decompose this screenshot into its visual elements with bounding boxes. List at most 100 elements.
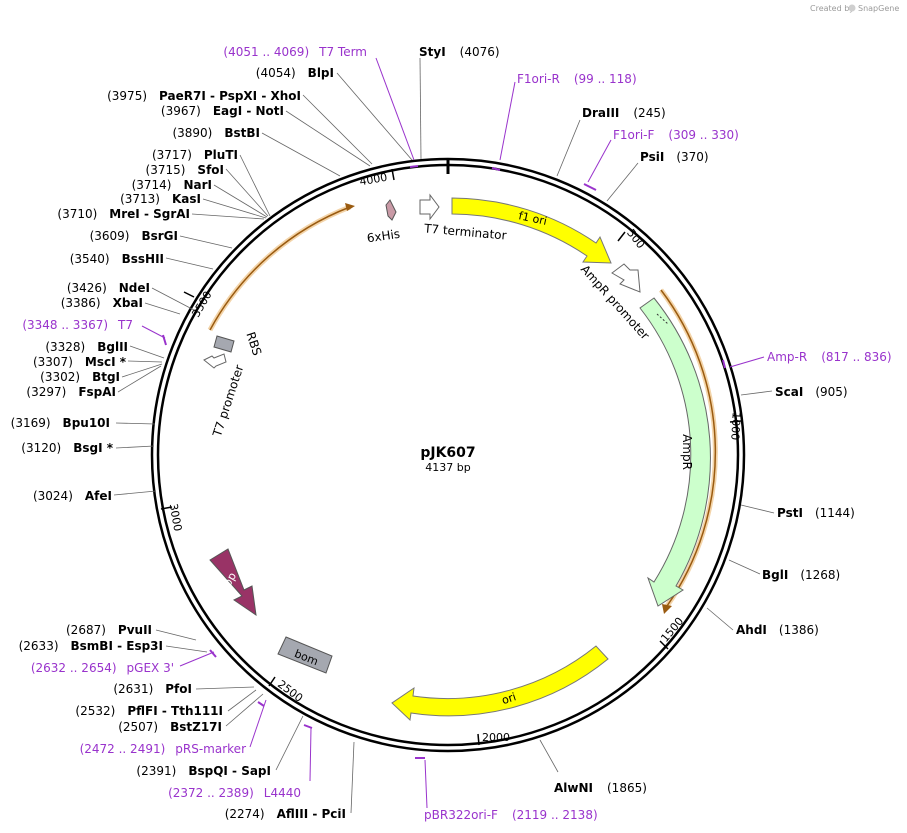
site-label[interactable]: (2532)PflFI - Tth111I bbox=[75, 704, 223, 718]
rbs-feature bbox=[213, 335, 235, 353]
primer-marks bbox=[162, 165, 726, 759]
site-name: PfoI bbox=[165, 682, 192, 696]
site-name: KasI bbox=[172, 192, 201, 206]
site-label[interactable]: StyI(4076) bbox=[419, 45, 500, 59]
site-label[interactable]: PsiI(370) bbox=[640, 150, 709, 164]
leader-line bbox=[115, 445, 155, 449]
site-position: (3120) bbox=[21, 441, 61, 455]
site-label[interactable]: (2391)BspQI - SapI bbox=[136, 764, 271, 778]
site-label[interactable]: (3967)EagI - NotI bbox=[161, 104, 284, 118]
site-label[interactable]: (3714)NarI bbox=[132, 178, 212, 192]
site-label[interactable]: BglI(1268) bbox=[762, 568, 840, 582]
primer-label[interactable]: Amp-R(817 .. 836) bbox=[767, 350, 892, 364]
primer-label[interactable]: (2632 .. 2654)pGEX 3' bbox=[31, 661, 174, 675]
site-label[interactable]: (3710)MreI - SgrAI bbox=[57, 207, 190, 221]
primer-label[interactable]: (2372 .. 2389) L4440 bbox=[168, 786, 301, 800]
leader-line bbox=[144, 302, 181, 315]
snapgene-credit: Created by SnapGene bbox=[810, 4, 899, 13]
t7-terminator-feature bbox=[419, 193, 440, 221]
primer-label[interactable]: F1ori-R(99 .. 118) bbox=[517, 72, 637, 86]
site-name: BstBI bbox=[224, 126, 260, 140]
ruler-label: 2000 bbox=[482, 731, 510, 744]
site-label[interactable]: ScaI (905) bbox=[775, 385, 848, 399]
site-name: BsmBI - Esp3I bbox=[71, 639, 163, 653]
site-label[interactable]: (2687)PvuII bbox=[66, 623, 152, 637]
site-name: NarI bbox=[183, 178, 212, 192]
leader-line bbox=[285, 110, 371, 167]
primer-leader-line bbox=[424, 759, 428, 809]
site-position: (2633) bbox=[19, 639, 59, 653]
site-position: (3024) bbox=[33, 489, 73, 503]
primer-mark bbox=[722, 359, 726, 369]
leader-line bbox=[151, 287, 195, 311]
site-position: (1144) bbox=[815, 506, 855, 520]
primer-range: (4051 .. 4069) bbox=[223, 45, 309, 59]
leader-line bbox=[179, 235, 233, 249]
credit-brand: SnapGene bbox=[858, 4, 899, 13]
site-label[interactable]: (3120)BsgI * bbox=[21, 441, 113, 455]
site-label[interactable]: (3975)PaeR7I - PspXI - XhoI bbox=[107, 89, 301, 103]
site-label[interactable]: PstI(1144) bbox=[777, 506, 855, 520]
site-label[interactable]: (3540)BssHII bbox=[70, 252, 164, 266]
ampr-promoter-feature bbox=[611, 263, 641, 293]
site-label[interactable]: (2633) BsmBI - Esp3I bbox=[19, 639, 163, 653]
site-position: (2274) bbox=[225, 807, 265, 821]
ruler-label: 2500 bbox=[275, 678, 305, 705]
site-label[interactable]: (3713)KasI bbox=[120, 192, 201, 206]
primer-leader-line bbox=[729, 356, 765, 368]
site-label[interactable]: (4054)BlpI bbox=[256, 66, 334, 80]
leader-line bbox=[302, 94, 373, 165]
site-label[interactable]: (3717)PluTI bbox=[152, 148, 238, 162]
site-name: SfoI bbox=[197, 163, 224, 177]
site-name: ScaI bbox=[775, 385, 803, 399]
site-position: (245) bbox=[633, 106, 665, 120]
site-label[interactable]: AlwNI (1865) bbox=[554, 781, 647, 795]
site-label[interactable]: (3169)Bpu10I bbox=[11, 416, 110, 430]
site-label[interactable]: (3302)BtgI bbox=[40, 370, 120, 384]
site-label[interactable]: (3715)SfoI bbox=[146, 163, 224, 177]
site-name: PvuII bbox=[118, 623, 152, 637]
ori-feature bbox=[391, 645, 609, 722]
site-name: BstZ17I bbox=[170, 720, 222, 734]
site-label[interactable]: (3890)BstBI bbox=[172, 126, 260, 140]
leader-line bbox=[350, 741, 355, 814]
leader-line bbox=[165, 257, 214, 270]
leader-line bbox=[740, 504, 775, 514]
site-label[interactable]: (2631)PfoI bbox=[113, 682, 192, 696]
site-label[interactable]: (3426)NdeI bbox=[67, 281, 150, 295]
site-position: (1865) bbox=[607, 781, 647, 795]
primer-name: L4440 bbox=[264, 786, 301, 800]
primer-label[interactable]: F1ori-F(309 .. 330) bbox=[613, 128, 739, 142]
site-position: (905) bbox=[815, 385, 847, 399]
site-label[interactable]: (3386)XbaI bbox=[61, 296, 143, 310]
primer-label[interactable]: (2472 .. 2491)pRS-marker bbox=[80, 742, 246, 756]
site-label[interactable]: (3609)BsrGI bbox=[90, 229, 178, 243]
primer-label[interactable]: (3348 .. 3367)T7 bbox=[22, 318, 133, 332]
site-position: (1386) bbox=[779, 623, 819, 637]
primer-labels: (4051 .. 4069)T7 Term F1ori-R(99 .. 118)… bbox=[22, 45, 891, 822]
site-name: AlwNI bbox=[554, 781, 593, 795]
primer-name: F1ori-R bbox=[517, 72, 560, 86]
site-label[interactable]: (3297)FspAI bbox=[26, 385, 116, 399]
site-label[interactable]: (3307)MscI * bbox=[33, 355, 127, 369]
primer-label[interactable]: (4051 .. 4069)T7 Term bbox=[223, 45, 367, 59]
leader-line bbox=[195, 686, 255, 690]
primer-leader-line bbox=[141, 325, 166, 339]
leader-line bbox=[202, 198, 267, 219]
primer-label[interactable]: pBR322ori-F(2119 .. 2138) bbox=[424, 808, 598, 822]
site-label[interactable]: AhdI (1386) bbox=[736, 623, 819, 637]
t7-terminator-label: T7 terminator bbox=[423, 221, 508, 242]
ruler-label: 1000 bbox=[728, 412, 742, 441]
site-label[interactable]: (2507)BstZ17I bbox=[118, 720, 222, 734]
site-label[interactable]: (3024)AfeI bbox=[33, 489, 112, 503]
site-name: PaeR7I - PspXI - XhoI bbox=[159, 89, 301, 103]
site-name: StyI bbox=[419, 45, 446, 59]
site-label[interactable]: (2274)AflIII - PciI bbox=[225, 807, 346, 821]
site-label[interactable]: DraIII(245) bbox=[582, 106, 666, 120]
leader-line bbox=[419, 57, 422, 160]
primer-range: (2372 .. 2389) bbox=[168, 786, 254, 800]
site-name: AhdI bbox=[736, 623, 767, 637]
site-label[interactable]: (3328)BglII bbox=[45, 340, 128, 354]
leader-line bbox=[117, 365, 162, 393]
leader-line bbox=[165, 645, 208, 653]
